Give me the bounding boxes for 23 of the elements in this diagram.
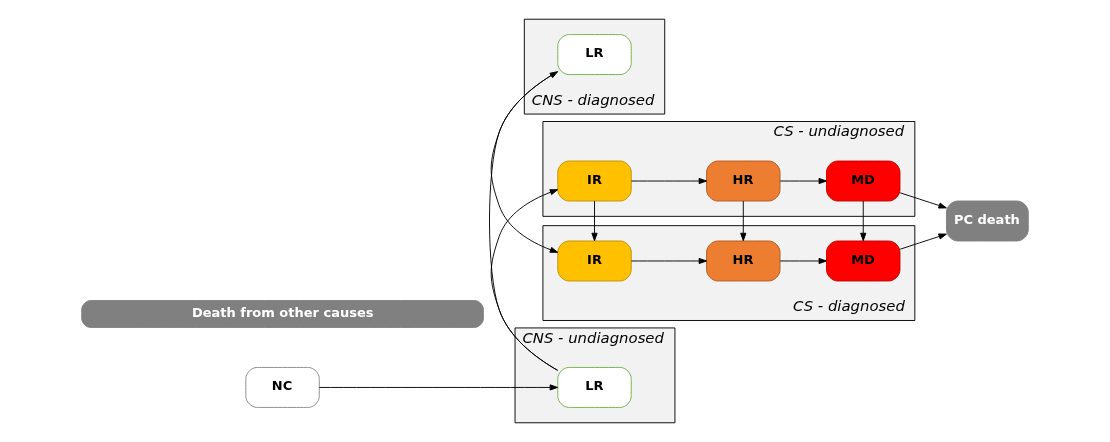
arrow [899,192,947,209]
arrow [489,71,559,371]
arrow [490,71,559,253]
node-box: LR [557,367,632,408]
node-box: LR [557,34,632,75]
arrow [899,233,947,250]
node-box: PC death [946,200,1029,242]
node-box: NC [245,367,320,408]
node-box: IR [557,240,632,282]
arrow [630,177,707,185]
node-box: HR [706,160,781,202]
arrow [779,257,827,265]
arrow [591,200,598,242]
node-box: Death from other causes [81,300,484,328]
arrow [740,200,747,242]
node-box: HR [706,240,781,282]
arrow [318,384,559,391]
arrow [860,200,867,242]
arrow [630,257,707,265]
node-box: MD [826,240,901,282]
arrow [779,177,827,185]
node-box: IR [557,160,632,202]
node-box: MD [826,160,901,202]
